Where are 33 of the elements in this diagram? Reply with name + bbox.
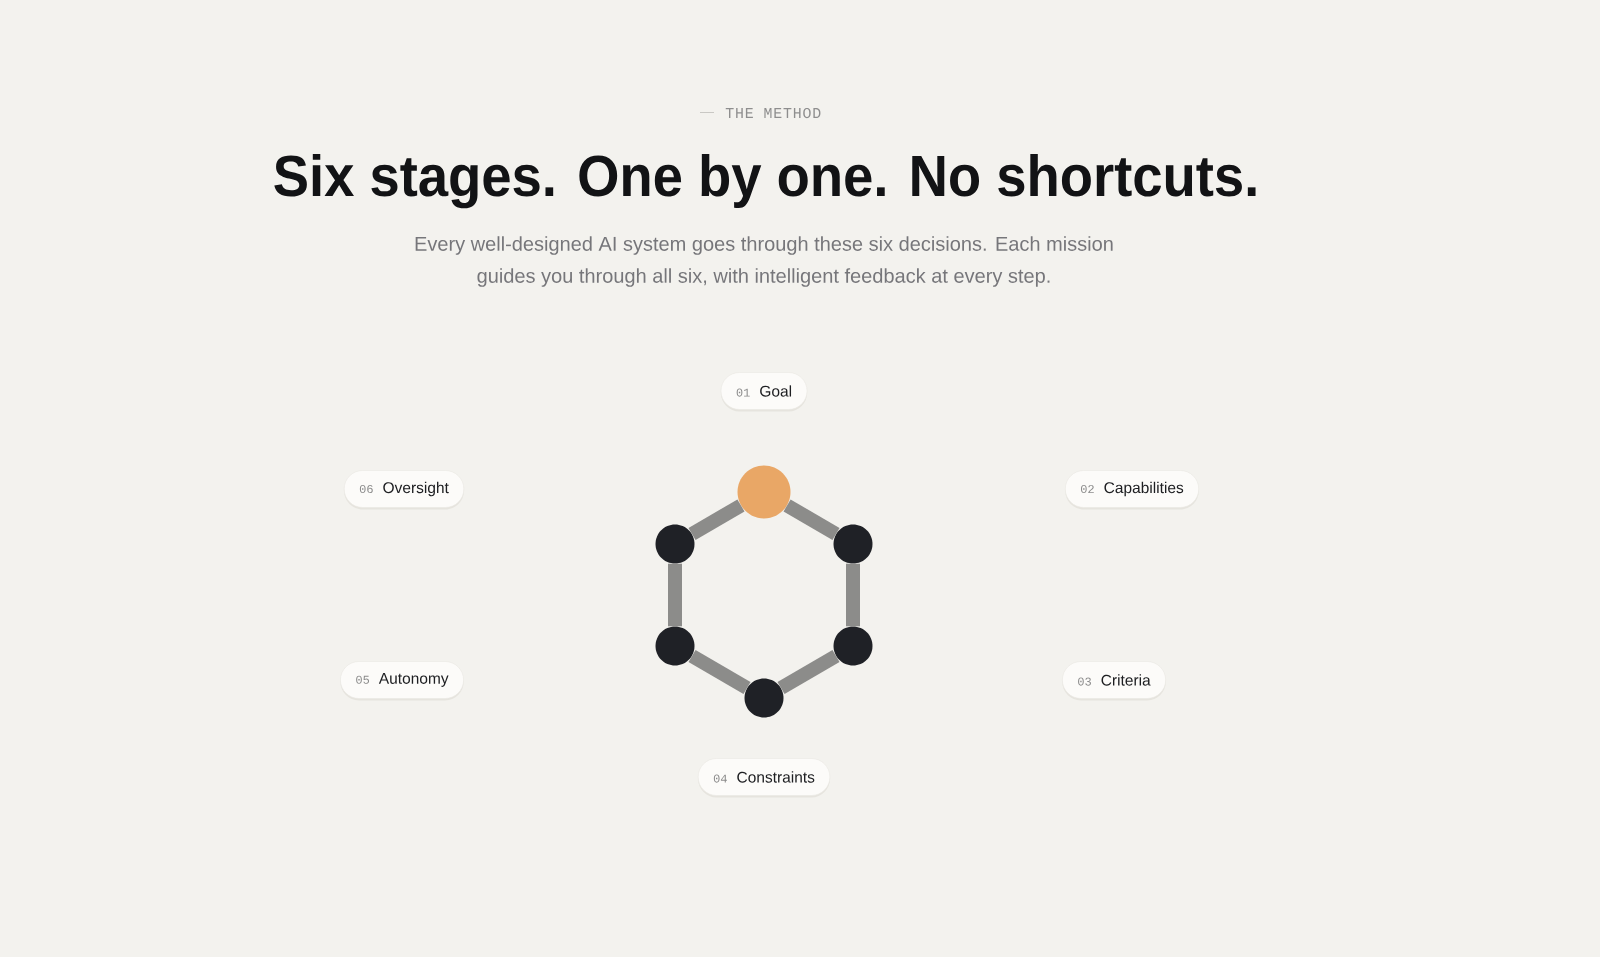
stage-pill <box>720 372 808 412</box>
stage-number: 04 <box>713 774 727 783</box>
stage-number: 05 <box>356 675 370 684</box>
connector-line <box>783 499 840 541</box>
connector-line <box>688 499 745 541</box>
stage-name: Constraints <box>737 771 815 783</box>
stage-name: Capabilities <box>1104 481 1184 497</box>
stage-number: 03 <box>1078 677 1091 686</box>
stage-pill <box>697 758 831 798</box>
stage-pill <box>340 661 464 701</box>
intro-text: Every well-designed AI system goes through these six decisions. Each mission guides you through all six, with intelligent feedback at every step. <box>415 236 1113 287</box>
stage-dot <box>655 626 695 666</box>
stage-dot <box>833 524 873 564</box>
stage-name: Criteria <box>1101 674 1151 686</box>
stage-number: 06 <box>359 484 373 494</box>
connector-line <box>777 649 840 695</box>
stage-name: Autonomy <box>378 673 449 687</box>
eyebrow-label: THE METHOD <box>725 107 821 119</box>
stage-pill <box>1062 661 1166 701</box>
stage-dot <box>655 524 695 564</box>
connector-line <box>846 563 860 627</box>
stage-dot <box>833 626 873 666</box>
connector-line <box>668 563 682 627</box>
heading: Six stages. One by one. No shortcuts. <box>274 153 1256 209</box>
stage-dot <box>744 678 784 718</box>
stage-name: Oversight <box>383 481 449 497</box>
connector-line <box>688 649 751 695</box>
stage-pill <box>1064 470 1200 510</box>
stage-dot <box>737 465 791 519</box>
stage-pill <box>343 470 465 510</box>
stage-number: 01 <box>736 388 750 397</box>
stage-name: Goal <box>760 385 792 397</box>
stage-number: 02 <box>1080 484 1094 494</box>
